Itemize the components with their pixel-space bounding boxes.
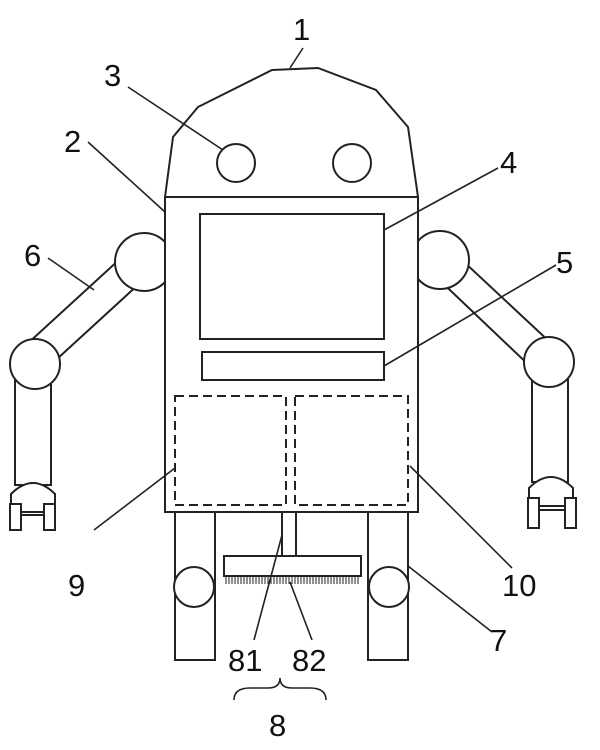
reference-numerals: 1 3 2 4 5 6 9 10 7 81 82 8: [24, 12, 573, 743]
legs: [173, 509, 410, 661]
left-gripper-finger-2: [43, 503, 56, 531]
display-screen: [199, 213, 385, 340]
leader-5: [383, 264, 557, 367]
label-82: 82: [292, 643, 326, 678]
internal-module-right: [294, 395, 409, 506]
right-eye-camera: [332, 143, 372, 183]
leader-4: [383, 167, 499, 231]
head: [163, 66, 420, 198]
body: [164, 196, 419, 513]
left-gripper-finger-1: [9, 503, 22, 531]
left-leg-wheel: [173, 566, 215, 608]
right-arm: [410, 230, 577, 529]
leader-3: [127, 86, 224, 151]
label-3: 3: [104, 58, 121, 93]
label-2: 2: [64, 124, 81, 159]
label-9: 9: [68, 568, 85, 603]
label-10: 10: [502, 568, 536, 603]
label-81: 81: [228, 643, 262, 678]
right-gripper-finger-1: [527, 497, 540, 529]
left-eye-camera: [216, 143, 256, 183]
brush-bristles: [225, 576, 359, 584]
label-7: 7: [490, 623, 507, 658]
leader-10: [409, 465, 513, 569]
right-elbow-joint: [523, 336, 575, 388]
leader-9: [93, 467, 176, 531]
leader-lines: [47, 47, 557, 701]
leader-2: [87, 141, 166, 213]
head-dome: [163, 66, 420, 198]
right-gripper-finger-2: [564, 497, 577, 529]
right-forearm: [531, 369, 569, 483]
left-elbow-joint: [9, 338, 61, 390]
label-8: 8: [269, 708, 286, 743]
leader-7: [407, 565, 493, 633]
label-4: 4: [500, 145, 517, 180]
leader-81: [253, 534, 283, 641]
right-leg-wheel: [368, 566, 410, 608]
internal-module-left: [174, 395, 287, 506]
control-panel: [201, 351, 385, 381]
right-shoulder-joint: [410, 230, 470, 290]
leader-6: [47, 257, 95, 291]
label-6: 6: [24, 238, 41, 273]
leader-1: [289, 47, 304, 69]
label-5: 5: [556, 245, 573, 280]
brush-assembly: [223, 512, 362, 584]
brush-head: [223, 555, 362, 577]
leader-82: [289, 581, 313, 641]
brace-8: [233, 677, 327, 701]
left-arm: [9, 232, 174, 531]
label-1: 1: [293, 12, 310, 47]
